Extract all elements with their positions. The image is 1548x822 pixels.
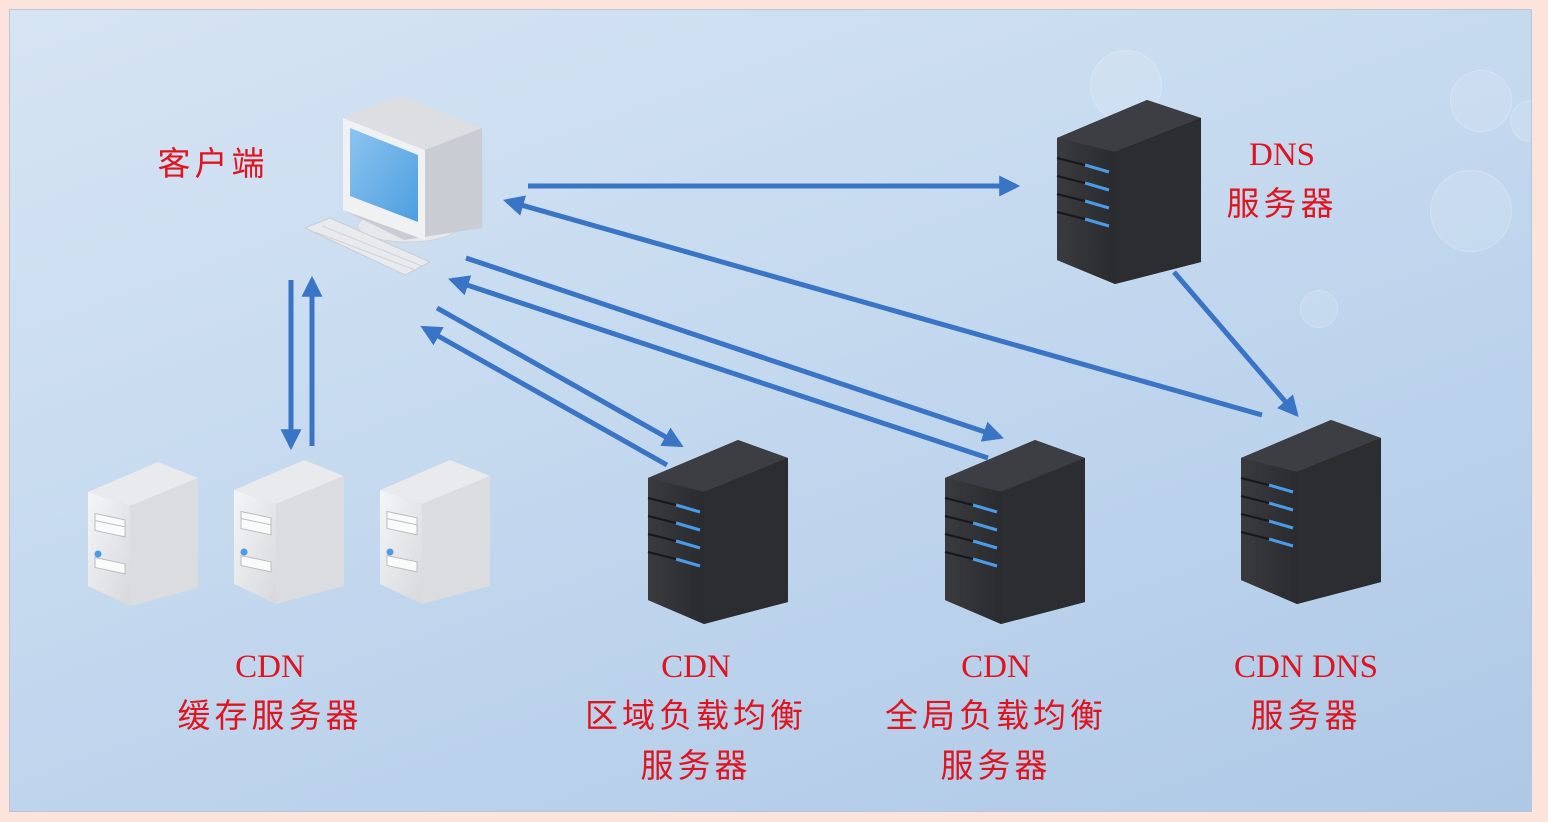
dns-server-label: DNS 服务器: [1227, 130, 1338, 230]
decorative-bubble: [1450, 70, 1512, 132]
decorative-bubble: [1300, 290, 1338, 328]
client-label: 客户端: [158, 140, 269, 190]
dns-server-icon: [1056, 100, 1201, 284]
cdn-dns-server-icon: [1240, 420, 1381, 604]
arrow-dns-to-cdn-dns: [1172, 270, 1299, 418]
regional-lb-label: CDN 区域负载均衡 服务器: [585, 642, 807, 792]
cdn-dns-label-line2: 服务器: [1250, 699, 1362, 735]
dns-server-label-line1: DNS: [1248, 137, 1316, 173]
global-lb-label-line2: 全局负载均衡: [885, 699, 1107, 735]
cache-servers-label: CDN 缓存服务器: [178, 642, 363, 742]
cache-server-icon: [380, 460, 490, 604]
cdn-dns-label: CDN DNS 服务器: [1234, 642, 1378, 742]
regional-lb-label-line3: 服务器: [640, 749, 752, 785]
cdn-dns-label-line1: CDN DNS: [1234, 649, 1378, 685]
dns-server-label-line2: 服务器: [1226, 187, 1338, 223]
arrow-regional-lb-to-client: [420, 325, 669, 468]
arrow-client-to-global-lb: [465, 255, 1004, 442]
regional-lb-server-icon: [647, 440, 788, 624]
arrow-global-lb-to-client: [448, 275, 989, 461]
regional-lb-label-line1: CDN: [661, 649, 731, 685]
global-lb-server-icon: [944, 440, 1085, 624]
global-lb-label-line1: CDN: [961, 649, 1031, 685]
client-label-text: 客户端: [157, 147, 269, 183]
arrow-cdn-dns-to-client: [502, 195, 1263, 418]
cache-servers-label-line2: 缓存服务器: [177, 699, 363, 735]
regional-lb-label-line2: 区域负载均衡: [585, 699, 807, 735]
global-lb-label-line3: 服务器: [940, 749, 1052, 785]
cache-server-icon: [234, 460, 344, 604]
cache-server-icon: [88, 462, 198, 606]
decorative-bubble: [1430, 170, 1512, 252]
arrow-client-to-regional-lb: [435, 305, 684, 448]
global-lb-label: CDN 全局负载均衡 服务器: [885, 642, 1107, 792]
client-computer-icon: [303, 96, 482, 276]
cache-servers-label-line1: CDN: [235, 649, 305, 685]
